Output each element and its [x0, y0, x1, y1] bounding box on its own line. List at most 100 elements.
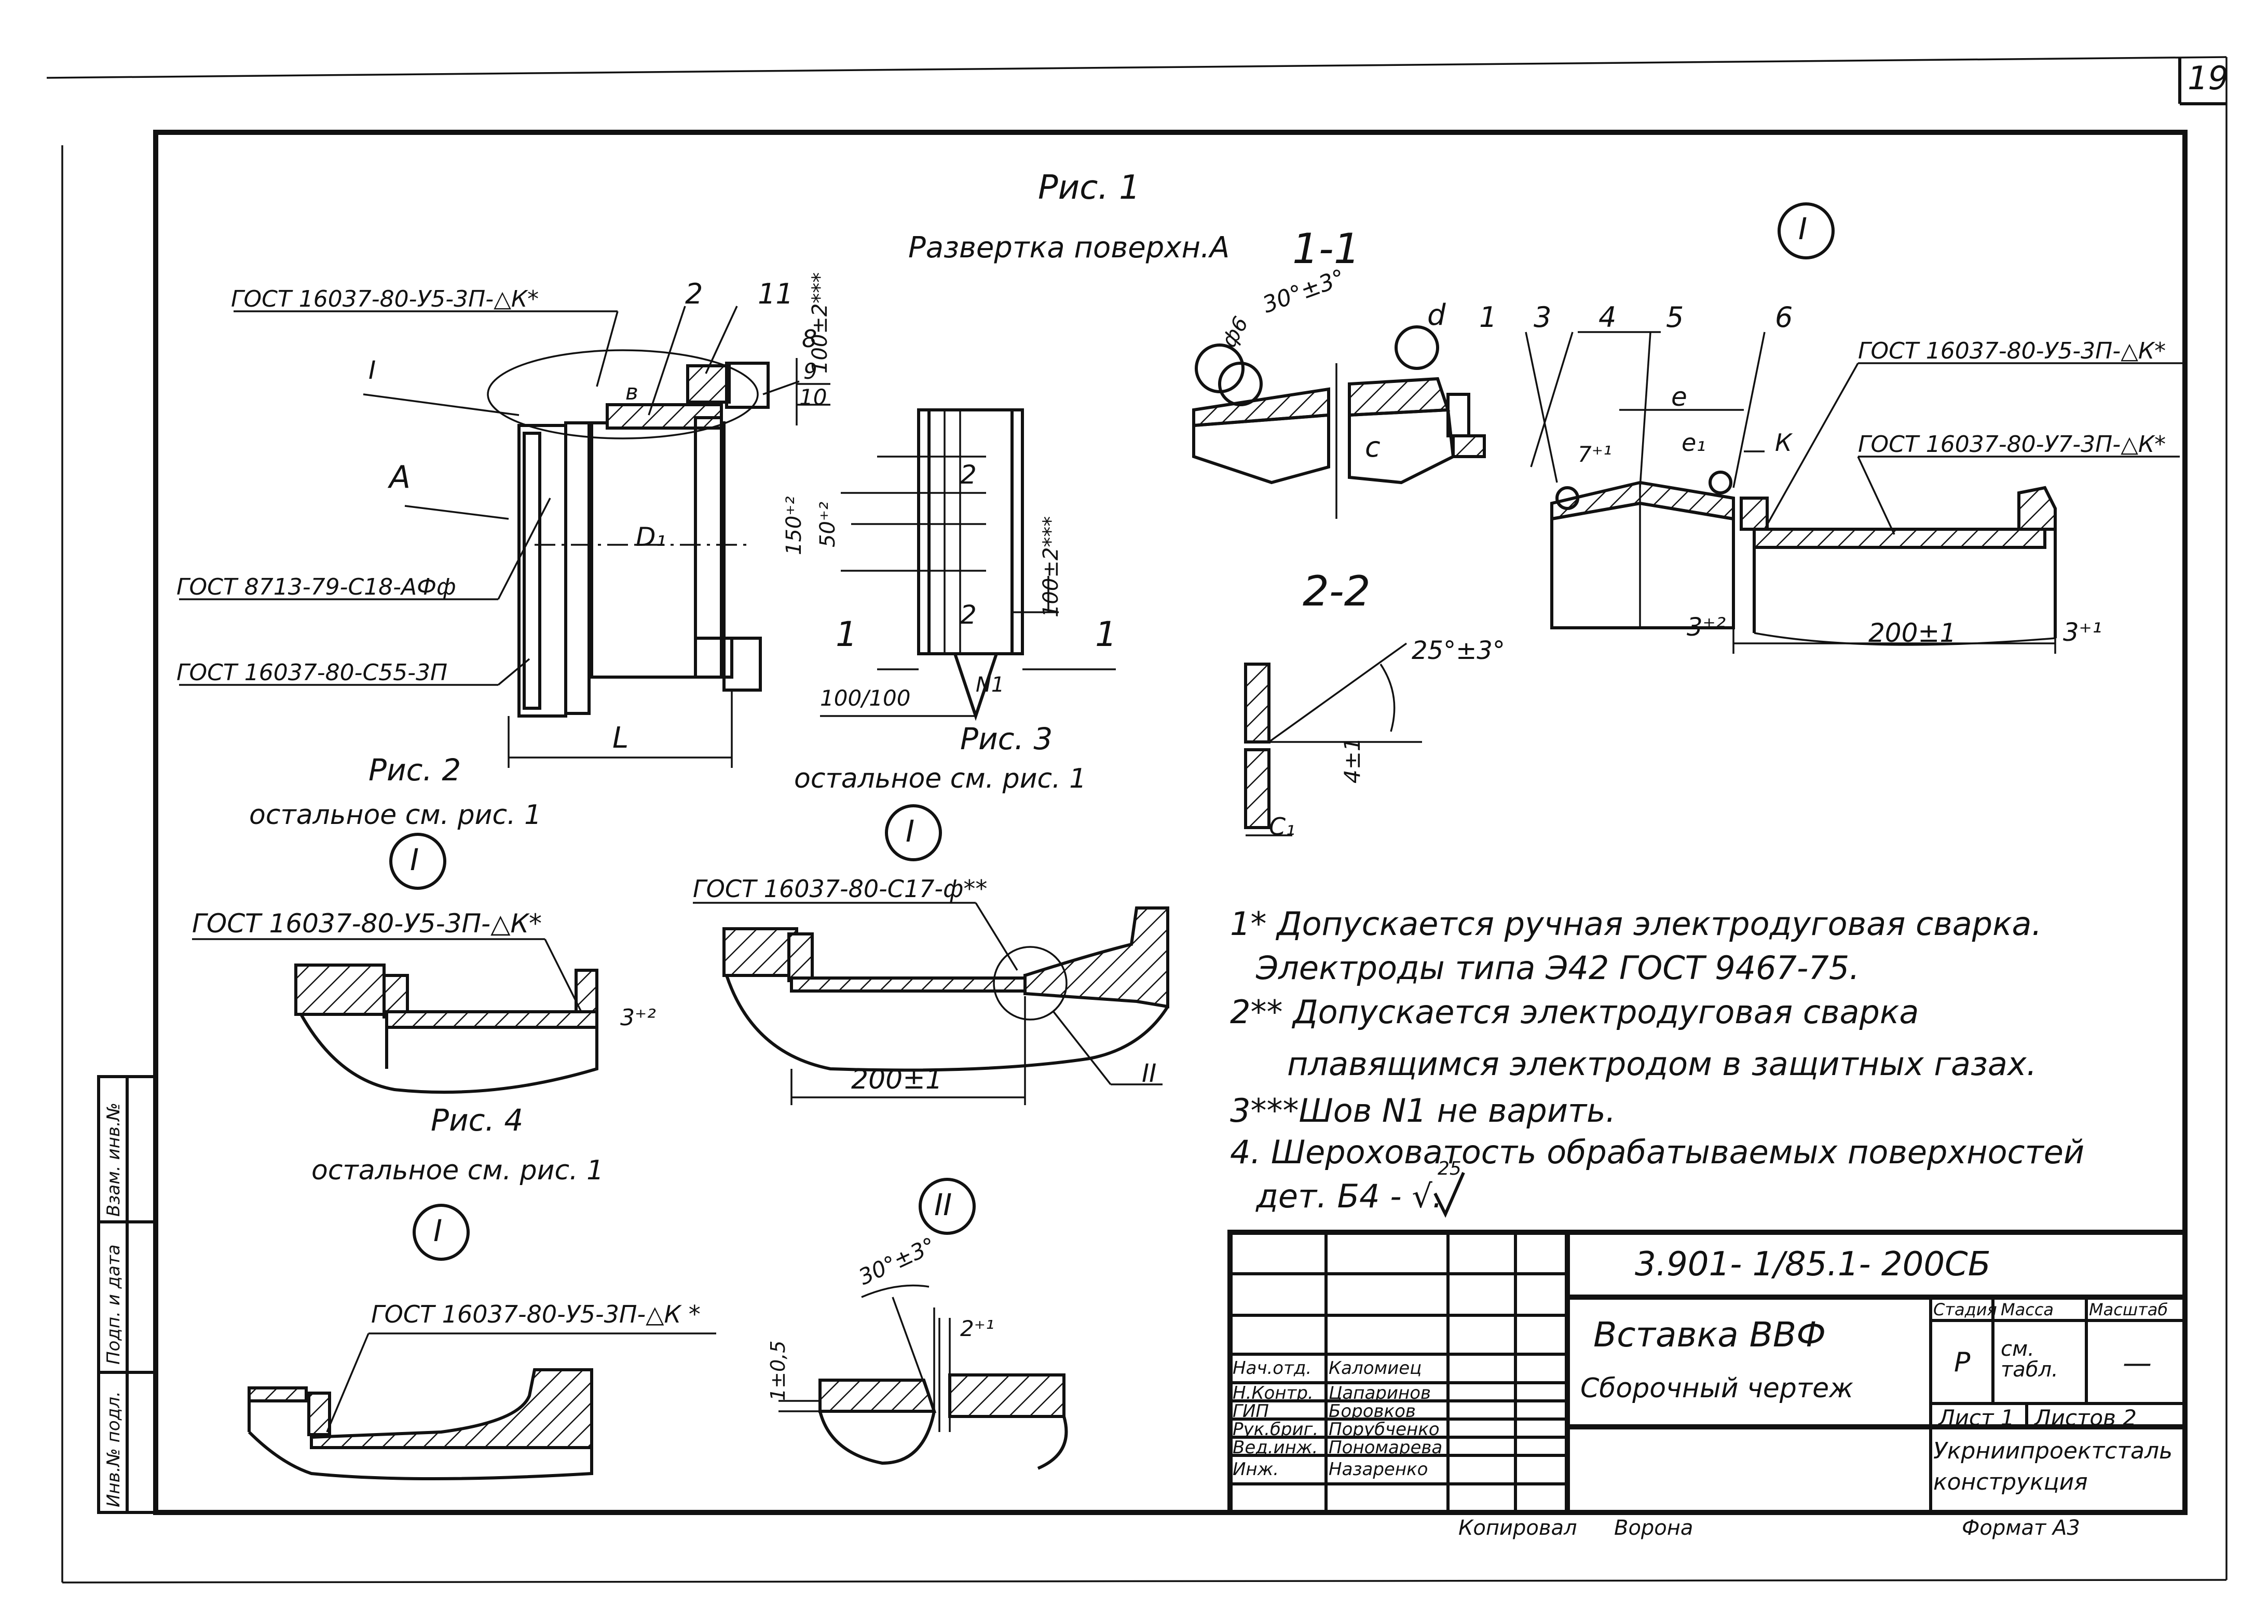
copied-name: Ворона	[1614, 1516, 1693, 1540]
fig1-title: Рис. 1	[1038, 169, 1140, 207]
label-c: с	[1365, 431, 1381, 463]
sheets-label: Листов 2	[2034, 1405, 2137, 1430]
role-4: Вед.инж.	[1233, 1437, 1318, 1458]
detail-II-pointer-label: II	[1142, 1059, 1157, 1088]
section-2-2-label: 2-2	[1303, 567, 1371, 615]
dim-100-2-side: 100±2***	[1039, 516, 1063, 617]
label-num4: 4	[1598, 301, 1617, 334]
name-0: Каломиец	[1329, 1358, 1422, 1379]
fig3-weld-detail	[693, 902, 1169, 1105]
label-D1: D₁	[636, 522, 666, 552]
role-2: ГИП	[1233, 1401, 1269, 1422]
role-3: Рук.бриг.	[1233, 1419, 1319, 1440]
label-L: L	[612, 721, 629, 755]
role-1: Н.Контр.	[1233, 1383, 1314, 1403]
detail-II-marker	[919, 1178, 976, 1235]
stage-value: Р	[1954, 1347, 1971, 1378]
note-4: 4. Шероховатость обрабатываемых поверхно…	[1230, 1133, 2085, 1171]
roughness-symbol-icon	[1433, 1172, 1465, 1218]
note-4b: дет. Б4 - √.	[1256, 1177, 1443, 1215]
weld-callout-detailI-top: ГОСТ 16037-80-У5-3П-△К*	[1858, 338, 2166, 364]
mass-value: см. табл.	[2001, 1337, 2058, 1382]
dim-150-2: 150⁺²	[782, 496, 806, 556]
side-stamp-inv: Инв.№ подл.	[103, 1391, 124, 1507]
label-pos11: 11	[758, 278, 794, 310]
detail-I-marker-fig2	[389, 833, 446, 890]
fig2-note: остальное см. рис. 1	[249, 800, 542, 831]
fig4-title: Рис. 4	[431, 1103, 524, 1138]
note-3: 3***Шов N1 не варить.	[1230, 1092, 1616, 1130]
sheet-label: Лист 1	[1938, 1405, 2015, 1430]
doc-name-line1: Вставка ВВФ	[1593, 1315, 1826, 1355]
dim-2-1: 2⁺¹	[960, 1316, 994, 1341]
dim-1-05: 1±0,5	[767, 1340, 789, 1401]
mark-2-lower: 2	[960, 600, 977, 630]
fig4-detail	[248, 1332, 716, 1480]
name-5: Назаренко	[1329, 1459, 1428, 1480]
detail-II	[778, 1284, 1068, 1470]
sheet-number: 19	[2188, 59, 2229, 97]
dim-7: 7⁺¹	[1578, 442, 1612, 467]
section-1-1	[1192, 325, 1486, 519]
side-stamp-replace: Взам. инв.№	[103, 1102, 124, 1217]
dim-200-1: 200±1	[1868, 618, 1957, 648]
detail-I-marker-fig4	[413, 1204, 470, 1261]
mark-1-right: 1	[1095, 614, 1117, 654]
weld-callout-fig1-top: ГОСТ 16037-80-У5-3П-△К*	[231, 286, 539, 312]
copied-label: Копировал	[1458, 1516, 1577, 1540]
label-N1: N1	[976, 673, 1005, 697]
section-2-2	[1244, 642, 1422, 836]
label-pos10: 10	[799, 384, 827, 410]
fig3-note: остальное см. рис. 1	[794, 763, 1087, 794]
scale-label: Масштаб	[2089, 1300, 2168, 1319]
fig3-title: Рис. 3	[960, 721, 1053, 756]
detail-I-top	[1525, 331, 2185, 654]
role-0: Нач.отд.	[1233, 1358, 1312, 1379]
weld-callout-fig3: ГОСТ 16037-80-С17-ф**	[693, 875, 988, 903]
detail-I-marker-fig3	[885, 804, 942, 861]
fig2-title: Рис. 2	[368, 752, 461, 788]
note-2: 2** Допускается электродуговая сварка	[1230, 993, 1919, 1031]
dim-4-1: 4±1	[1340, 737, 1365, 783]
dim-e1: е₁	[1682, 429, 1706, 457]
section-1-1-label: 1-1	[1292, 225, 1360, 273]
dim-k: К	[1775, 429, 1792, 457]
name-1: Цапаринов	[1329, 1383, 1431, 1403]
role-5: Инж.	[1233, 1459, 1279, 1480]
dim-3-2: 3⁺²	[1687, 613, 1726, 642]
scale-value: —	[2123, 1346, 2152, 1380]
dim-3-2-fig2: 3⁺²	[620, 1004, 656, 1031]
fig2-detail	[192, 938, 598, 1094]
weld-callout-fig1-bottom: ГОСТ 16037-80-С55-3П	[176, 659, 448, 686]
side-stamp-sign: Подп. и дата	[103, 1244, 124, 1365]
note-1: 1* Допускается ручная электродуговая сва…	[1230, 905, 2042, 943]
dim-e: е	[1671, 382, 1687, 412]
format-label: Формат А3	[1962, 1516, 2080, 1540]
mass-label: Масса	[2001, 1300, 2054, 1319]
note-2b: плавящимся электродом в защитных газах.	[1287, 1045, 2037, 1083]
label-num3: 3	[1534, 301, 1552, 334]
doc-code: 3.901- 1/85.1- 200СБ	[1635, 1245, 1991, 1284]
label-I: I	[368, 356, 376, 385]
org-line1: Укрниипроектсталь	[1933, 1438, 2173, 1464]
weld-callout-fig4: ГОСТ 16037-80-У5-3П-△К *	[371, 1300, 701, 1328]
dim-100-100: 100/100	[820, 685, 911, 711]
label-pos2: 2	[685, 278, 703, 310]
detail-II-label: II	[934, 1187, 952, 1222]
fig1-assembly	[179, 306, 830, 768]
name-2: Боровков	[1329, 1401, 1416, 1422]
fig3-development	[820, 408, 1116, 721]
mark-2-upper: 2	[960, 460, 977, 490]
trim-line-bottom	[62, 1579, 2227, 1584]
dim-100-2-top: 100±2***	[808, 272, 832, 374]
dim-3-1: 3⁺¹	[2063, 618, 2102, 647]
fig4-note: остальное см. рис. 1	[311, 1155, 604, 1186]
label-num6: 6	[1775, 301, 1793, 334]
angle-25-3: 25°±3°	[1412, 636, 1505, 665]
detail-I-fig3-label: I	[906, 814, 915, 849]
trim-line-top	[46, 56, 2227, 79]
roughness-value: 25	[1438, 1158, 1461, 1179]
detail-I-fig4-label: I	[433, 1213, 443, 1248]
dim-50-2: 50⁺²	[816, 501, 840, 547]
